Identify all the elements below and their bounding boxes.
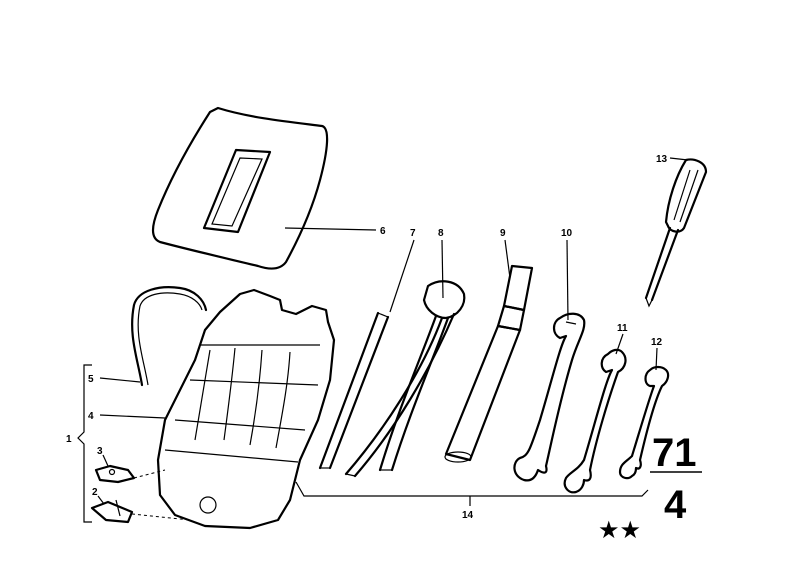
rod [318, 311, 390, 470]
callout-8: 8 [438, 228, 444, 239]
wrench-large [513, 312, 586, 482]
callout-13: 13 [656, 154, 668, 165]
pliers [344, 280, 466, 478]
box-spanner [444, 264, 534, 463]
leader-6 [284, 227, 377, 231]
callout-3: 3 [97, 446, 103, 457]
callout-11: 11 [617, 323, 628, 334]
leader-3 [102, 454, 109, 467]
leader-8 [441, 239, 444, 299]
callout-1: 1 [66, 434, 72, 445]
leader-7 [389, 239, 415, 313]
bracket-14 [295, 481, 649, 497]
leader-10 [566, 239, 569, 321]
callout-4: 4 [88, 411, 94, 422]
group-number-bottom: 4 [664, 483, 687, 527]
assembly-line-3 [133, 469, 166, 479]
stars-mark: ★★ [598, 516, 641, 544]
leader-11 [615, 333, 624, 355]
clip [94, 464, 136, 484]
tool-tray [156, 288, 336, 530]
callout-6: 6 [380, 226, 386, 237]
leader-5 [99, 377, 141, 383]
wrench-small [618, 365, 670, 480]
callout-7: 7 [410, 228, 416, 239]
wrench-medium [563, 348, 627, 494]
screwdriver [644, 158, 708, 308]
callout-12: 12 [651, 337, 663, 348]
leader-12 [655, 347, 658, 371]
leader-9 [504, 239, 511, 279]
strap [131, 286, 208, 387]
callout-2: 2 [92, 487, 98, 498]
callout-5: 5 [88, 374, 94, 385]
leader-13 [669, 157, 689, 161]
group-number-top: 71 [652, 431, 697, 475]
callout-14: 14 [462, 510, 474, 521]
assembly-line-2 [131, 513, 191, 521]
leader-2 [97, 495, 105, 505]
peg [90, 499, 134, 524]
callout-10: 10 [561, 228, 573, 239]
callout-9: 9 [500, 228, 506, 239]
tool-kit-cover [151, 106, 329, 270]
leader-4 [99, 414, 166, 419]
bracket-1 [77, 364, 92, 523]
